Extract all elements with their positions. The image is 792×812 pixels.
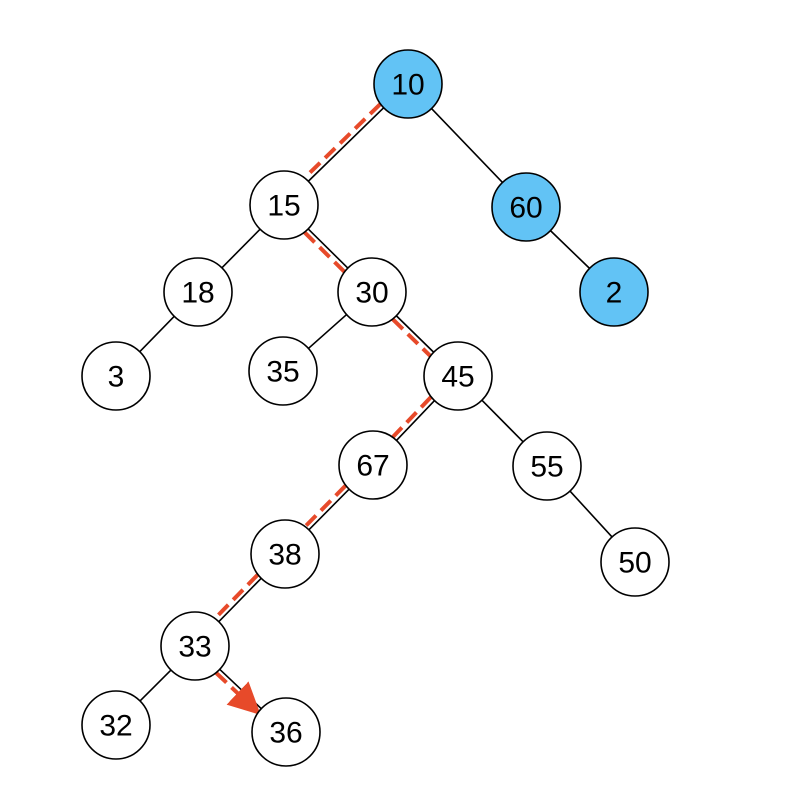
node-label: 3	[108, 361, 125, 394]
node-circle	[373, 49, 443, 119]
search-path-segment	[391, 317, 432, 358]
edge-n10-n15	[307, 107, 385, 182]
node-circle	[600, 527, 670, 597]
search-path-segment	[213, 573, 260, 620]
edge-n15-n18	[221, 228, 261, 269]
tree-node-33: 33	[160, 611, 230, 681]
tree-node-67: 67	[338, 430, 408, 500]
node-label: 55	[530, 451, 563, 484]
edge-n45-n67	[395, 400, 436, 441]
edge-n55-n50	[569, 490, 613, 538]
tree-node-30: 30	[337, 257, 407, 327]
tree-node-18: 18	[163, 257, 233, 327]
node-label: 67	[356, 450, 389, 483]
tree-node-32: 32	[81, 690, 151, 760]
tree-node-50: 50	[600, 527, 670, 597]
search-path-segment	[303, 102, 382, 180]
node-circle	[250, 519, 320, 589]
node-label: 30	[355, 277, 388, 310]
tree-node-55: 55	[512, 431, 582, 501]
tree-node-15: 15	[249, 170, 319, 240]
tree-node-10: 10	[373, 49, 443, 119]
node-circle	[338, 430, 408, 500]
tree-node-36: 36	[251, 697, 321, 767]
node-circle	[579, 257, 649, 327]
node-label: 15	[267, 190, 300, 223]
node-label: 35	[266, 356, 299, 389]
node-circle	[251, 697, 321, 767]
node-circle	[512, 431, 582, 501]
edge-n67-n38	[308, 488, 350, 531]
node-label: 10	[391, 69, 424, 102]
node-label: 45	[441, 361, 474, 394]
node-label: 38	[268, 539, 301, 572]
edges-layer	[139, 107, 613, 710]
node-circle	[160, 611, 230, 681]
edge-n45-n55	[481, 399, 524, 443]
node-label: 33	[178, 631, 211, 664]
edge-n10-n60	[430, 107, 504, 184]
tree-node-60: 60	[491, 172, 561, 242]
node-circle	[81, 690, 151, 760]
search-path-layer	[213, 102, 433, 716]
edge-n38-n33	[218, 577, 262, 623]
node-circle	[248, 336, 318, 406]
search-path-segment	[391, 395, 433, 439]
nodes-layer: 10 15 60 18 30 2 3 35 45 67 55 38 50 33 32 36	[81, 49, 670, 767]
tree-node-2: 2	[579, 257, 649, 327]
search-path-segment	[303, 484, 347, 528]
edge-n33-n36	[219, 668, 262, 710]
edge-n33-n32	[139, 669, 172, 702]
edge-n18-n3	[139, 315, 175, 353]
node-circle	[491, 172, 561, 242]
search-path-arrow	[214, 671, 261, 716]
node-circle	[81, 341, 151, 411]
node-label: 36	[269, 717, 302, 750]
node-circle	[163, 257, 233, 327]
tree-node-3: 3	[81, 341, 151, 411]
node-circle	[423, 341, 493, 411]
node-circle	[249, 170, 319, 240]
node-label: 2	[606, 277, 623, 310]
tree-node-45: 45	[423, 341, 493, 411]
tree-node-35: 35	[248, 336, 318, 406]
tree-node-38: 38	[250, 519, 320, 589]
node-label: 18	[181, 277, 214, 310]
node-label: 60	[509, 192, 542, 225]
edge-n30-n35	[307, 313, 348, 350]
edge-n60-n2	[549, 230, 591, 269]
node-circle	[337, 257, 407, 327]
edge-n30-n45	[395, 315, 435, 353]
search-path-segment	[303, 231, 346, 274]
edge-n15-n30	[307, 228, 349, 269]
node-label: 50	[618, 547, 651, 580]
node-label: 32	[99, 710, 132, 743]
